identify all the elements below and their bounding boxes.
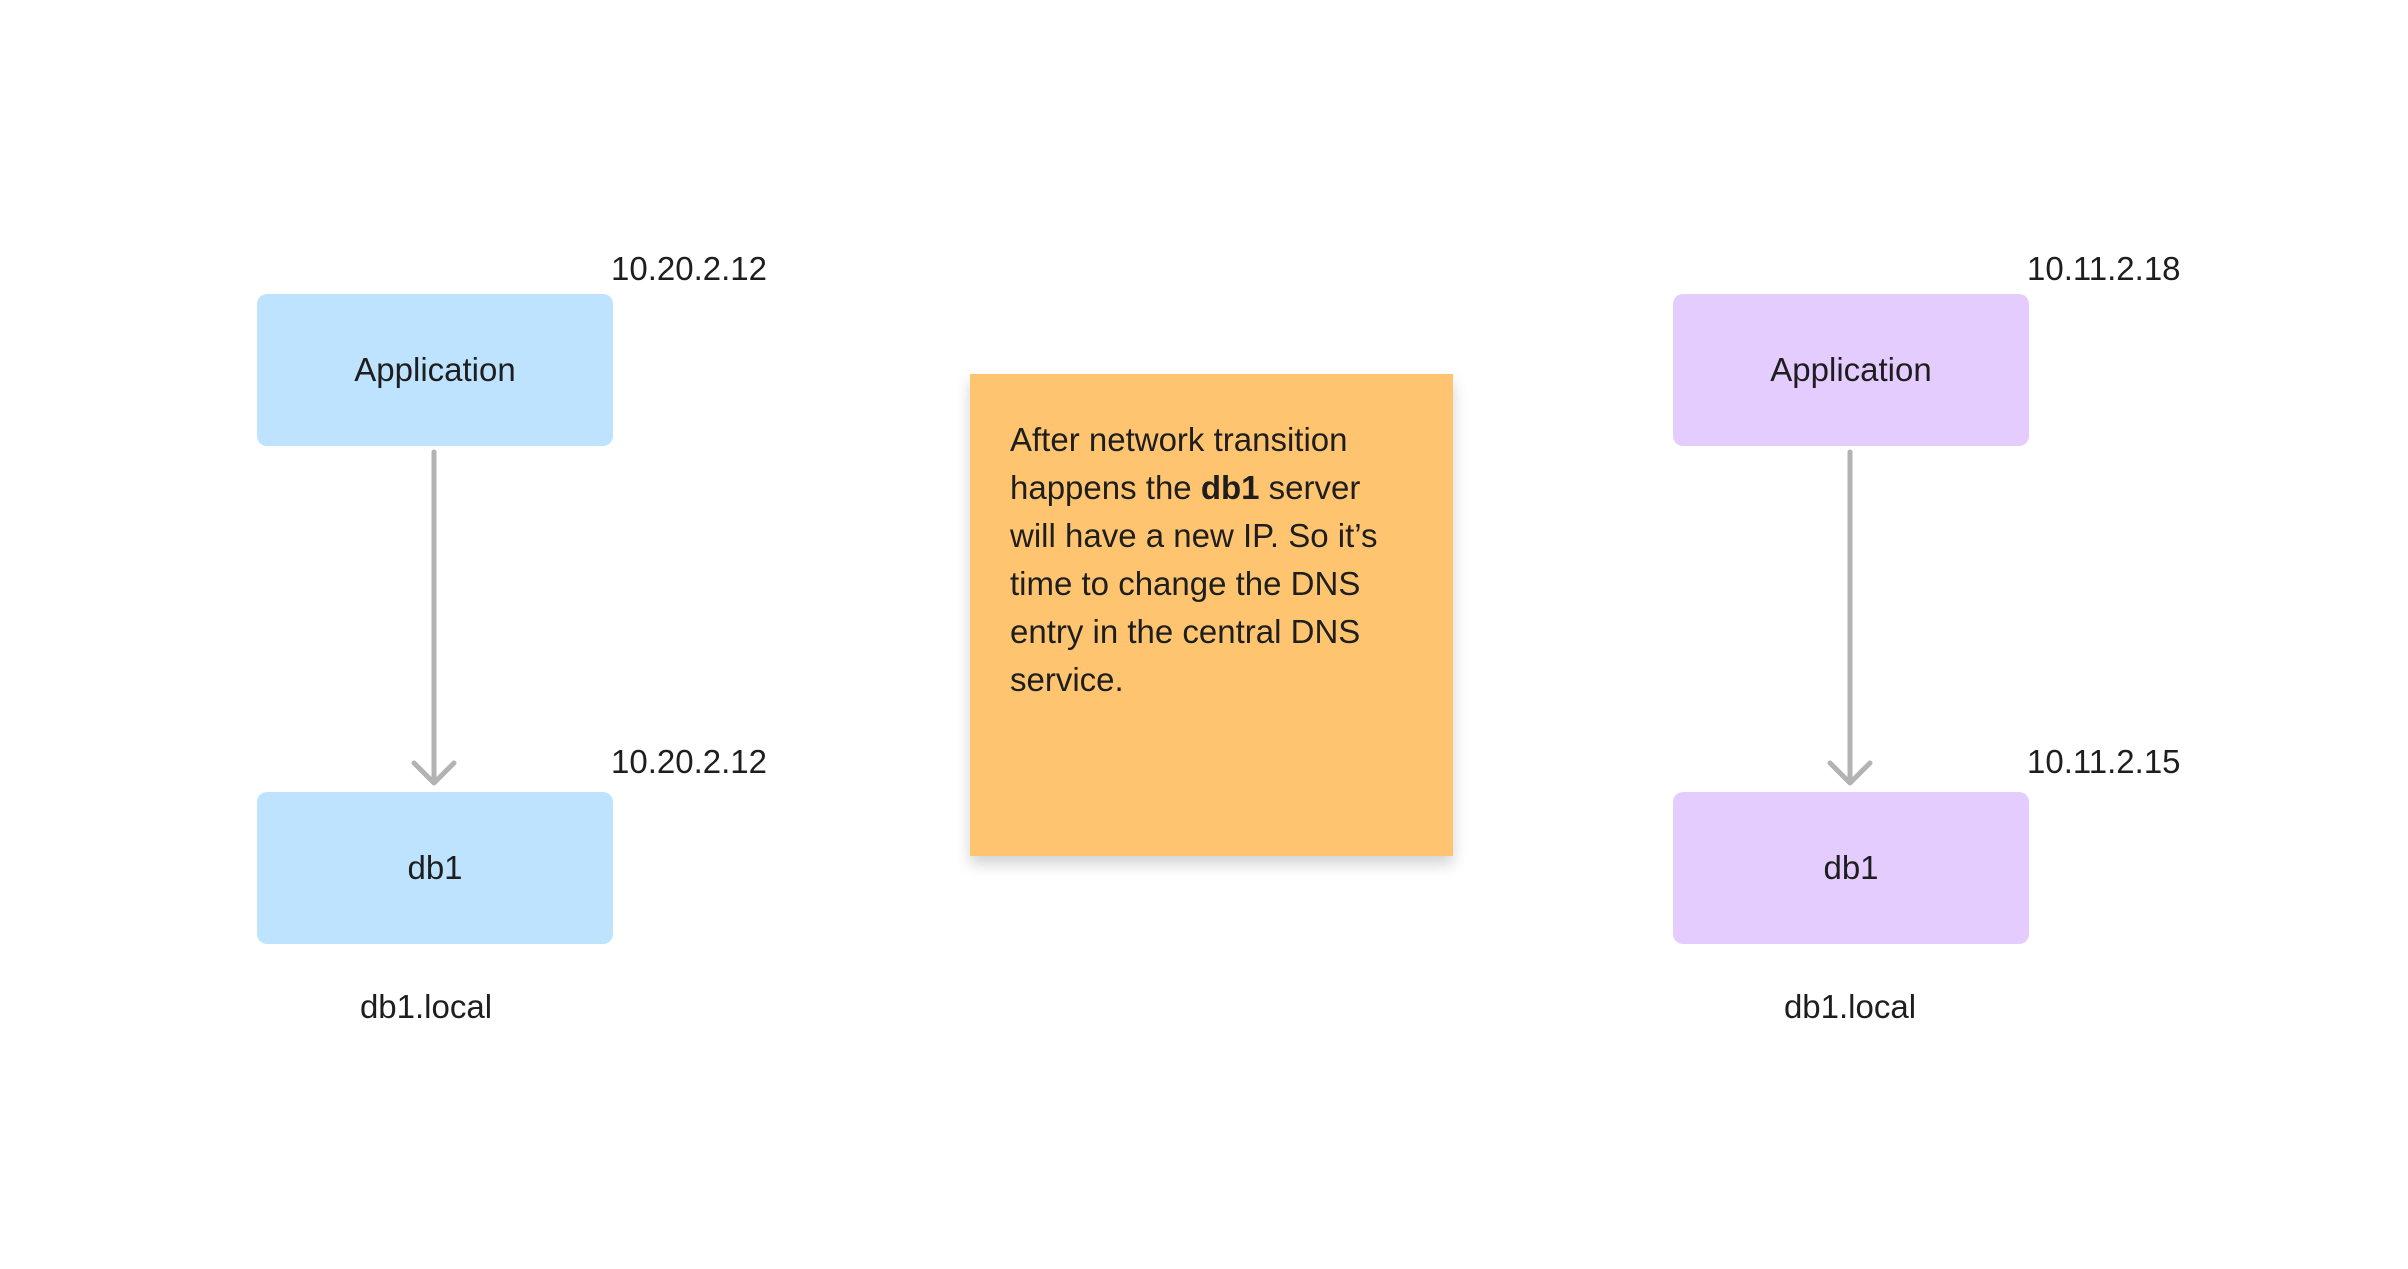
left-db-node[interactable]: db1 bbox=[257, 792, 613, 944]
right-db-ip: 10.11.2.15 bbox=[2027, 743, 2181, 780]
left-db-label: db1 bbox=[407, 849, 463, 886]
left-db-ip: 10.20.2.12 bbox=[611, 743, 767, 780]
note-text-after: server will have a new IP. So it’s time … bbox=[1010, 469, 1378, 698]
right-app-ip: 10.11.2.18 bbox=[2027, 250, 2181, 287]
sticky-note[interactable]: After network transition happens the db1… bbox=[970, 374, 1453, 856]
left-db-hostname: db1.local bbox=[359, 988, 493, 1025]
note-text-before: After network transition happens the bbox=[1010, 421, 1348, 506]
left-arrow[interactable] bbox=[411, 449, 457, 786]
right-application-label: Application bbox=[1770, 351, 1932, 388]
right-db-hostname: db1.local bbox=[1783, 988, 1917, 1025]
left-app-ip: 10.20.2.12 bbox=[611, 250, 767, 287]
right-arrow[interactable] bbox=[1827, 449, 1873, 786]
right-db-label: db1 bbox=[1823, 849, 1879, 886]
left-application-label: Application bbox=[354, 351, 516, 388]
left-application-node[interactable]: Application bbox=[257, 294, 613, 446]
right-db-node[interactable]: db1 bbox=[1673, 792, 2029, 944]
right-application-node[interactable]: Application bbox=[1673, 294, 2029, 446]
note-text-bold: db1 bbox=[1200, 469, 1260, 506]
